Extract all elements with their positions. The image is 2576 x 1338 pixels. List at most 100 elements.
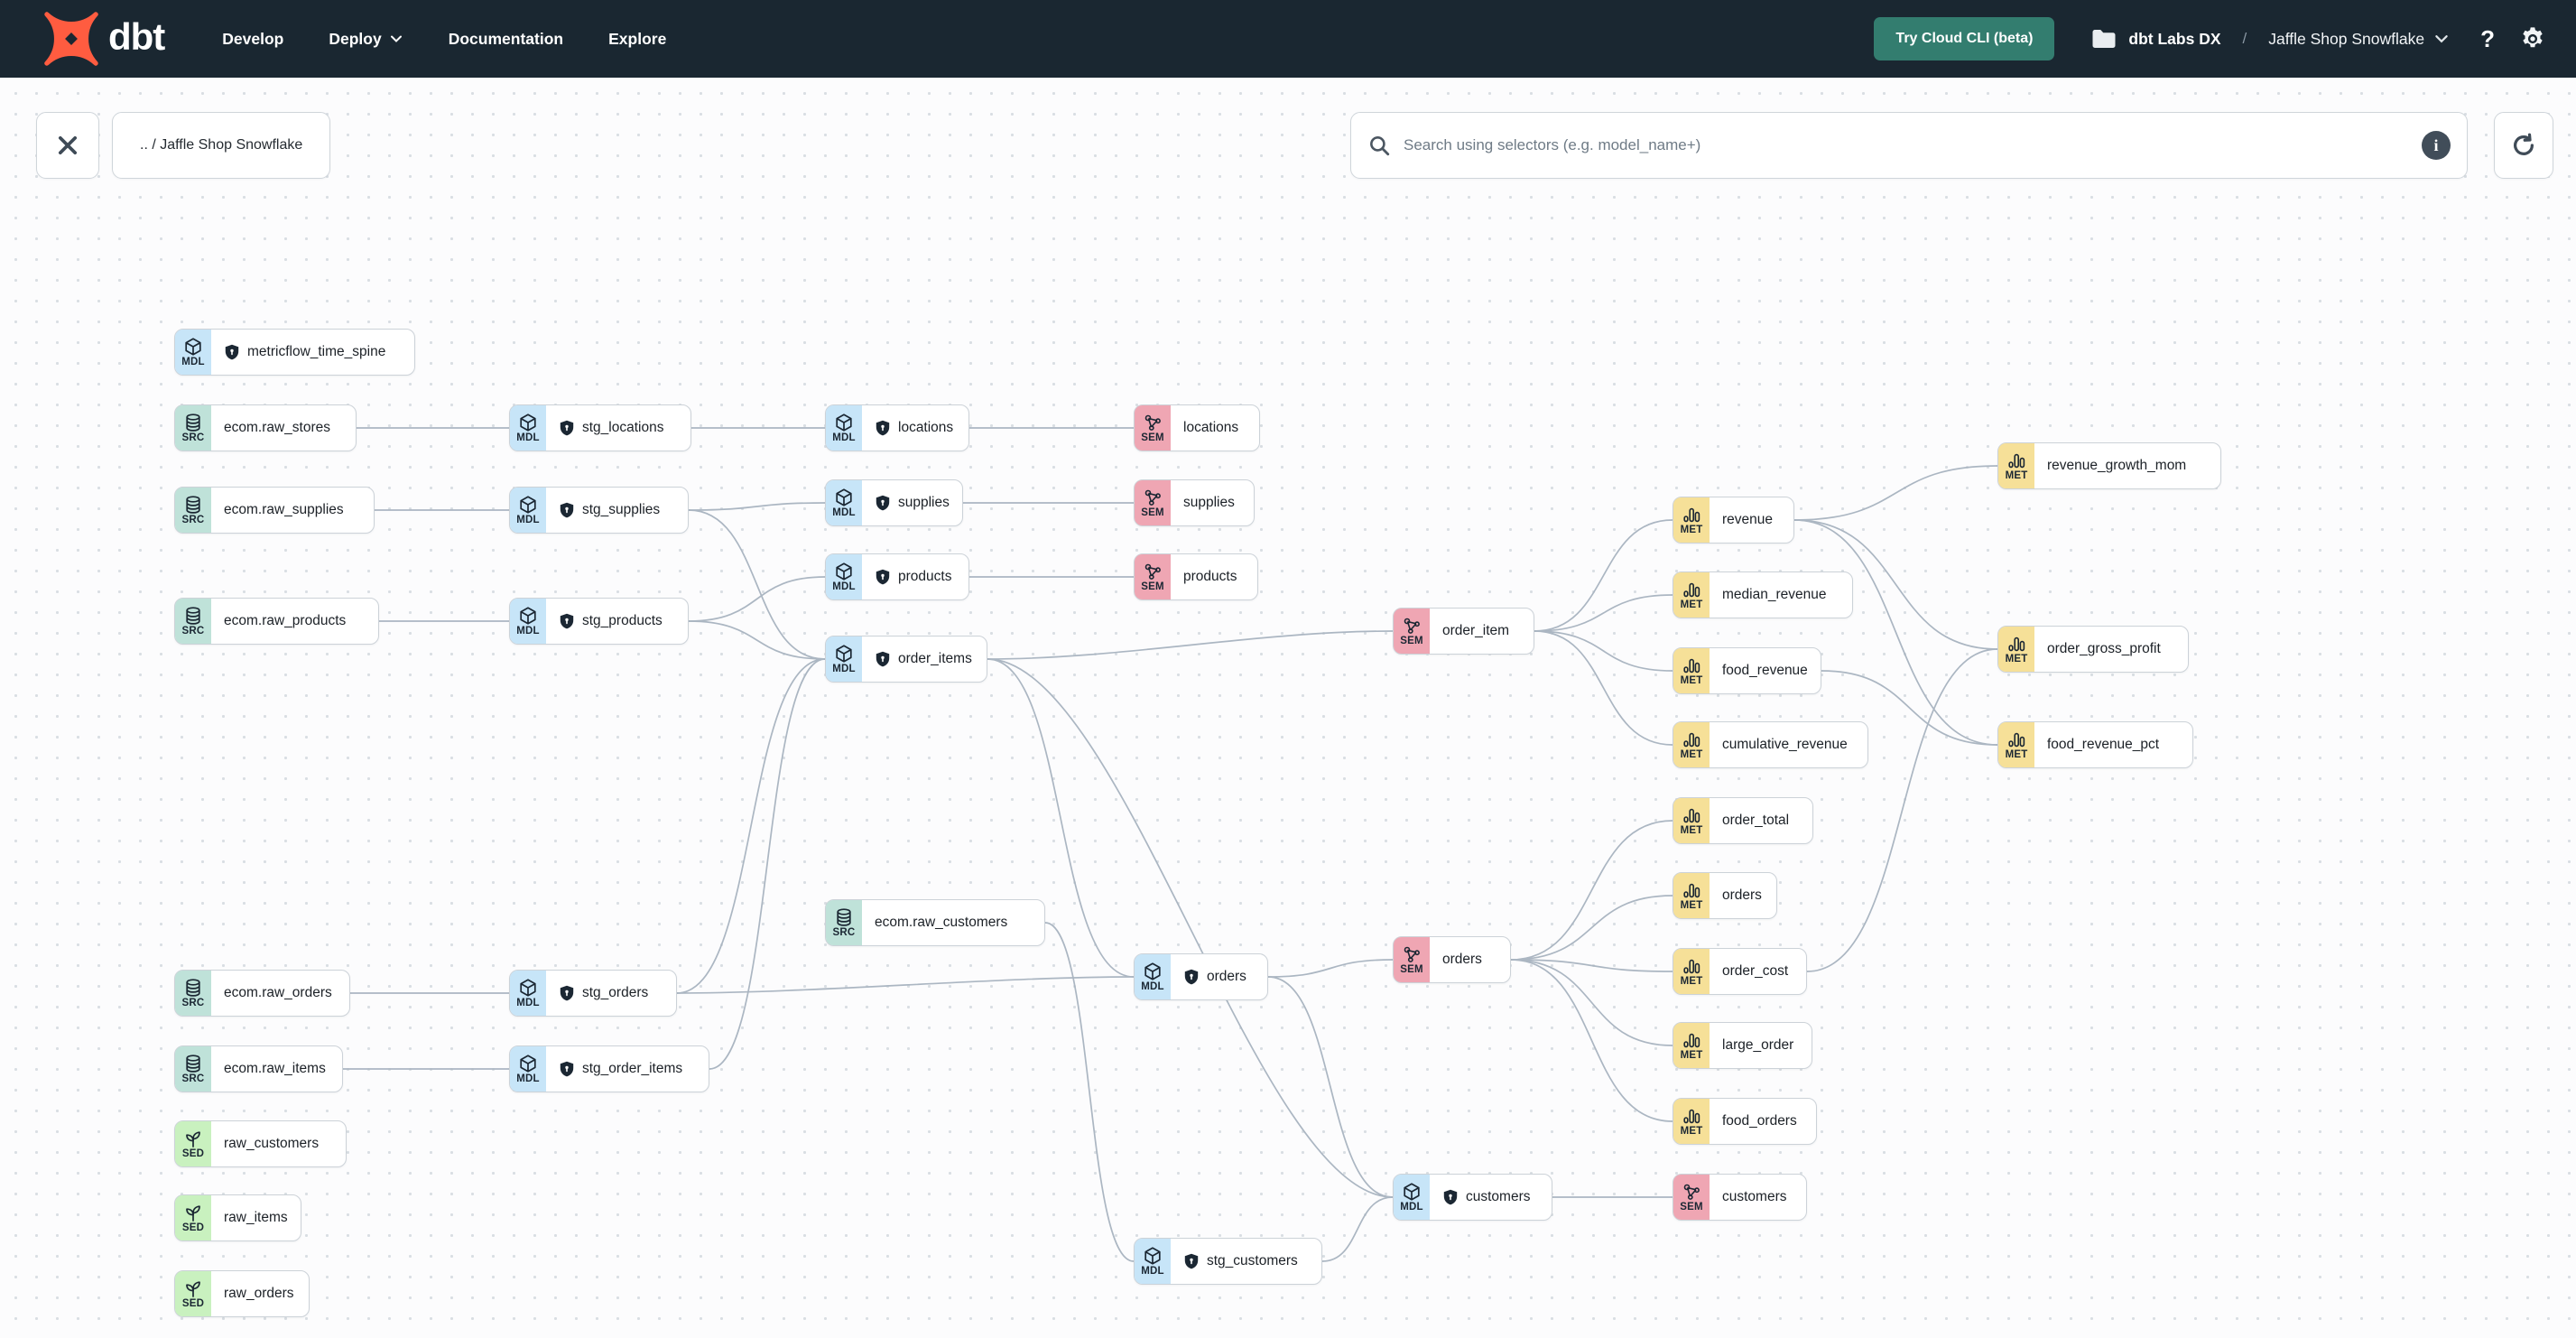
source-icon: SRC — [826, 900, 862, 945]
node-ecom.raw_supplies[interactable]: SRC ecom.raw_supplies — [174, 487, 375, 534]
shield-icon — [560, 1061, 574, 1077]
node-label: ecom.raw_orders — [224, 985, 332, 1000]
node-large_order[interactable]: MET large_order — [1673, 1022, 1812, 1069]
node-label: stg_customers — [1171, 1239, 1321, 1284]
model-icon: MDL — [826, 405, 862, 451]
top-navbar: dbt Develop Deploy Documentation Explore… — [0, 0, 2576, 78]
node-label: order_cost — [1722, 963, 1789, 979]
edge — [1267, 976, 1394, 1198]
model-icon: MDL — [826, 480, 862, 525]
shield-icon — [560, 985, 574, 1001]
source-icon: SRC — [175, 971, 211, 1016]
node-label: order_item — [1442, 623, 1510, 638]
node-label: ecom.raw_supplies — [224, 502, 344, 517]
close-button[interactable] — [36, 112, 99, 179]
source-icon: SRC — [175, 488, 211, 533]
refresh-button[interactable] — [2494, 112, 2553, 179]
breadcrumb[interactable]: .. / Jaffle Shop Snowflake — [112, 112, 331, 179]
shield-icon — [1443, 1189, 1458, 1205]
main-menu: Develop Deploy Documentation Explore — [222, 30, 666, 49]
chevron-down-icon — [2435, 35, 2448, 43]
node-label: stg_orders — [546, 971, 676, 1016]
dbt-logo-text: dbt — [108, 15, 165, 58]
node-label: locations — [1183, 420, 1239, 435]
edge — [1806, 648, 1998, 972]
edge — [1510, 820, 1673, 961]
edge — [1793, 465, 1998, 521]
edge — [676, 976, 1135, 994]
project-selector[interactable]: Jaffle Shop Snowflake — [2268, 30, 2450, 49]
settings-gear-icon[interactable] — [2518, 24, 2547, 53]
help-icon[interactable]: ? — [2480, 24, 2495, 52]
model-icon: MDL — [510, 488, 546, 533]
metric-icon: MET — [1673, 873, 1710, 918]
semantic-icon: SEM — [1135, 554, 1171, 599]
shield-icon — [876, 651, 890, 667]
node-label: large_order — [1722, 1037, 1794, 1053]
edge — [688, 502, 826, 511]
menu-item-documentation[interactable]: Documentation — [448, 29, 564, 48]
metric-icon: MET — [1673, 1023, 1710, 1068]
account-breadcrumb: dbt Labs DX — [2090, 27, 2221, 51]
node-label: raw_orders — [224, 1286, 294, 1301]
menu-item-deploy[interactable]: Deploy — [329, 30, 403, 49]
semantic-icon: SEM — [1394, 609, 1430, 654]
node-label: food_orders — [1722, 1113, 1797, 1129]
menu-item-develop[interactable]: Develop — [222, 29, 284, 48]
node-label: products — [862, 554, 968, 599]
node-ecom.raw_orders[interactable]: SRC ecom.raw_orders — [174, 970, 350, 1017]
search-input[interactable] — [1404, 136, 2422, 154]
node-label: supplies — [1183, 495, 1235, 510]
node-label: cumulative_revenue — [1722, 737, 1848, 752]
edge — [987, 658, 1135, 978]
model-icon: MDL — [826, 636, 862, 682]
node-cumulative_revenue[interactable]: MET cumulative_revenue — [1673, 721, 1868, 768]
edge — [1793, 519, 1998, 650]
node-label: order_total — [1722, 813, 1790, 828]
menu-item-explore[interactable]: Explore — [608, 29, 667, 48]
node-order_item_sem[interactable]: SEM order_item — [1393, 608, 1534, 655]
account-name[interactable]: dbt Labs DX — [2128, 29, 2221, 48]
info-icon[interactable]: i — [2422, 131, 2451, 160]
dbt-logo[interactable]: dbt — [43, 11, 165, 67]
metric-icon: MET — [1673, 722, 1710, 767]
node-label: median_revenue — [1722, 587, 1827, 602]
try-cloud-cli-button[interactable]: Try Cloud CLI (beta) — [1874, 17, 2055, 60]
